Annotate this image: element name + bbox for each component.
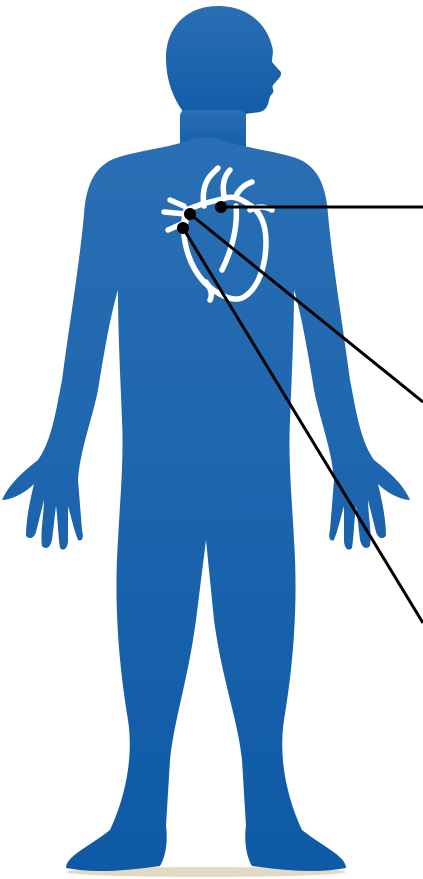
leader-dot-3 [177,222,189,234]
leader-dot-1 [215,201,227,213]
leader-dot-2 [184,208,196,220]
body-silhouette [2,6,410,871]
torso-and-arms [2,138,410,871]
